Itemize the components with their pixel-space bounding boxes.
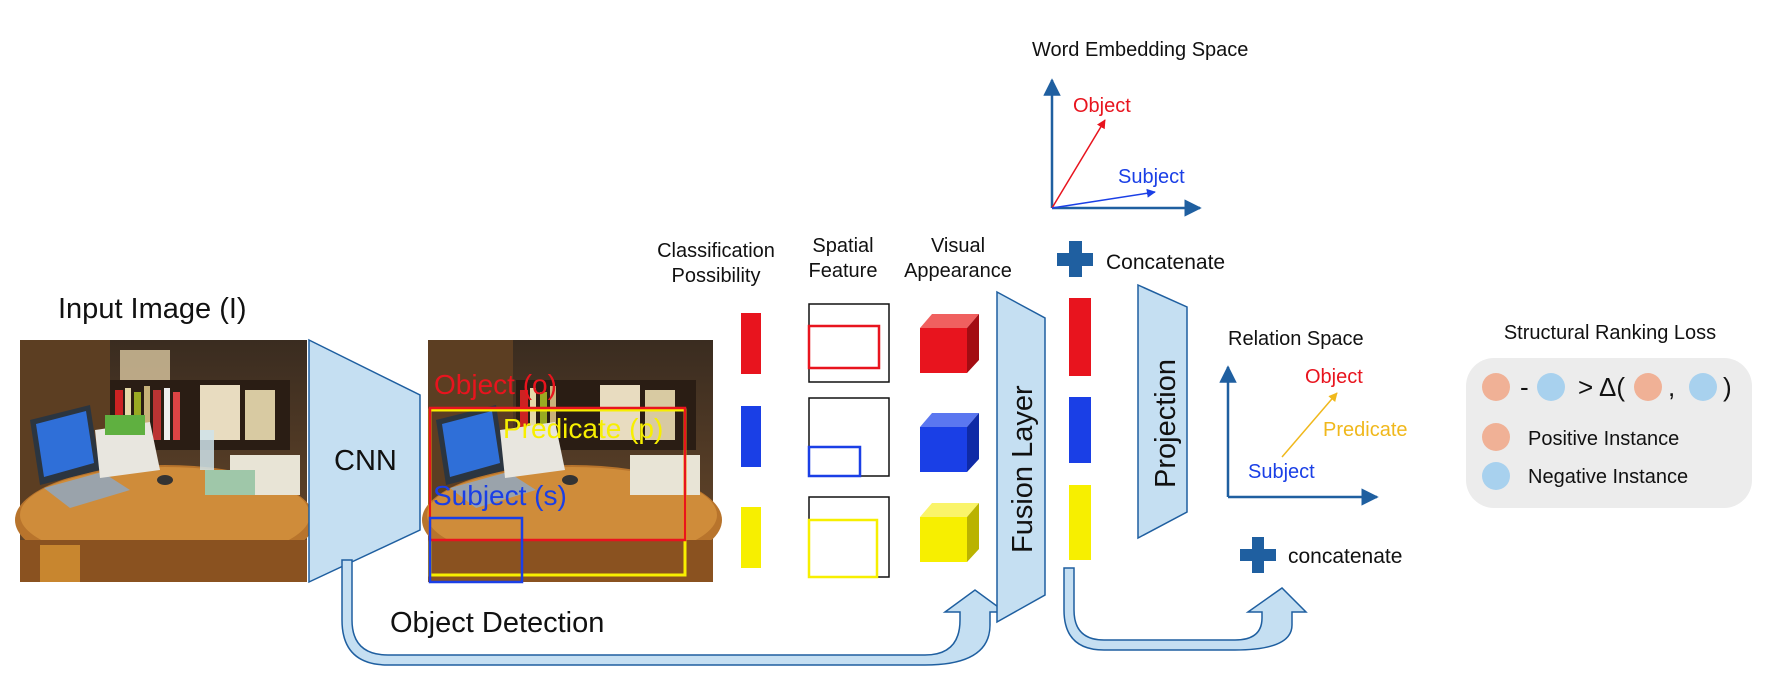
classification-header-line2: Possibility bbox=[672, 265, 761, 287]
classification-header-line1: Classification bbox=[657, 240, 775, 262]
loss-positive-dot-1 bbox=[1482, 373, 1510, 401]
loss-negative-dot-2 bbox=[1689, 373, 1717, 401]
loss-minus: - bbox=[1520, 372, 1529, 402]
subject-label: Subject (s) bbox=[433, 480, 567, 511]
word-embedding-subject-label: Subject bbox=[1118, 166, 1185, 188]
loss-title: Structural Ranking Loss bbox=[1504, 322, 1716, 344]
object-box bbox=[428, 406, 687, 542]
word-embedding-object-label: Object bbox=[1073, 95, 1131, 117]
relation-space-axes bbox=[1219, 365, 1379, 506]
projection-label: Projection bbox=[1150, 359, 1182, 488]
loss-panel bbox=[1466, 358, 1752, 508]
word-embedding-axes bbox=[1043, 78, 1202, 217]
cnn-label: CNN bbox=[334, 445, 397, 477]
concatenate-plus-icon bbox=[1057, 241, 1093, 277]
concat-vector-predicate bbox=[1069, 485, 1091, 560]
concat-vector-object bbox=[1069, 298, 1091, 376]
detection-photo bbox=[422, 340, 722, 584]
visual-cube-object bbox=[920, 314, 979, 373]
relation-space-predicate-label: Predicate bbox=[1323, 419, 1408, 441]
loss-negative-dot-1 bbox=[1537, 373, 1565, 401]
negative-instance-label: Negative Instance bbox=[1528, 466, 1688, 488]
object-detection-arrow bbox=[341, 559, 1008, 666]
relation-space-subject-label: Subject bbox=[1248, 461, 1315, 483]
negative-instance-dot bbox=[1482, 462, 1510, 490]
concat-vector-subject bbox=[1069, 397, 1091, 463]
spatial-feature-subject bbox=[807, 397, 890, 478]
spatial-feature-predicate bbox=[807, 496, 890, 579]
spatial-feature-object bbox=[807, 303, 890, 383]
concatenate-arrow bbox=[1063, 567, 1308, 651]
object-label: Object (o) bbox=[434, 369, 557, 400]
classification-bar-predicate bbox=[741, 507, 761, 568]
relation-space-title: Relation Space bbox=[1228, 328, 1364, 350]
classification-bar-object bbox=[741, 313, 761, 374]
predicate-label: Predicate (p) bbox=[503, 413, 663, 444]
loss-comma: , bbox=[1668, 372, 1675, 402]
positive-instance-dot bbox=[1482, 423, 1510, 451]
fusion-layer-label: Fusion Layer bbox=[1007, 385, 1039, 553]
concatenate-label-bottom: concatenate bbox=[1288, 545, 1402, 568]
input-photo bbox=[15, 340, 315, 582]
relation-space-object-label: Object bbox=[1305, 366, 1363, 388]
projection-block bbox=[1137, 283, 1188, 540]
positive-instance-label: Positive Instance bbox=[1528, 428, 1679, 450]
visual-cube-predicate bbox=[920, 503, 979, 562]
concatenate-label-top: Concatenate bbox=[1106, 251, 1225, 274]
loss-greater-delta: > Δ( bbox=[1578, 372, 1625, 402]
visual-cube-subject bbox=[920, 413, 979, 472]
classification-bar-subject bbox=[741, 406, 761, 467]
word-embedding-title: Word Embedding Space bbox=[1032, 39, 1248, 61]
subject-box bbox=[428, 516, 524, 584]
input-image-title: Input Image (I) bbox=[58, 293, 247, 325]
cnn-block bbox=[308, 338, 421, 584]
loss-close-paren: ) bbox=[1723, 372, 1732, 402]
visual-header-line2: Appearance bbox=[904, 260, 1012, 282]
visual-header-line1: Visual bbox=[931, 235, 985, 257]
spatial-header-line1: Spatial bbox=[812, 235, 873, 257]
concatenate-plus-icon-bottom bbox=[1240, 537, 1276, 573]
fusion-layer-block bbox=[996, 290, 1046, 624]
loss-positive-dot-2 bbox=[1634, 373, 1662, 401]
object-detection-label: Object Detection bbox=[390, 607, 604, 639]
spatial-header-line2: Feature bbox=[809, 260, 878, 282]
